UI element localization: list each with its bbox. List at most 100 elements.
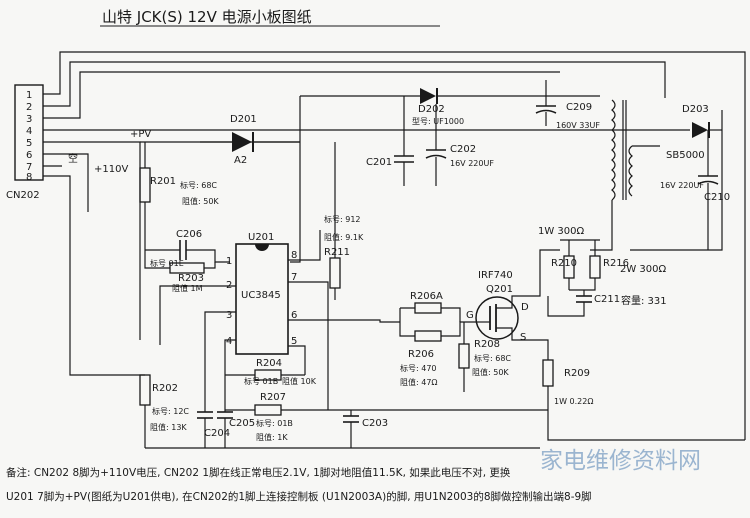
d201-mark: A2 [234,155,247,166]
watermark: 家电维修资料网 [540,448,701,474]
capacitor-c203: C203 [343,410,388,448]
c211-val: 容量: 331 [621,294,667,307]
r216-val: 2W 300Ω [620,264,667,275]
capacitor-c201: C201 [366,96,414,186]
resistor-r209: R209 1W 0.22Ω [542,359,593,420]
resistor-r208: R208 标号: 68C 阻值: 50K [458,322,511,392]
resistor-r207: R207 标号: 01B 阻值: 1K [225,392,548,442]
d201-to-pin7 [290,142,301,263]
q201-drain: D [521,302,529,313]
pv-rail-label: +PV [130,129,151,140]
resistor-r201: R201 标号: 68C 阻值: 50K [139,142,219,250]
d201-ref: D201 [230,114,257,125]
r201-res: 阻值: 50K [182,196,219,206]
watermark-text: 家电维修资料网 [540,448,701,474]
capacitor-c202: C202 16V 220UF [425,104,494,186]
pin-3: 3 [26,114,32,125]
ic-notch [255,244,269,251]
r203-res: 阻值 1M [172,283,203,293]
note-line-2: U201 7脚为+PV(图纸为U201供电), 在CN202的1脚上连接控制板 … [6,490,592,503]
ic-pin-4: 4 [226,336,232,347]
pin-110v-label: +110V [94,164,128,175]
diode-d202: D202 型号: UF1000 [300,88,600,126]
r216-ref: R216 [603,258,629,269]
resistor-r204: R204 标号 01B 阻值 10K [225,358,317,386]
r207-mark: 标号: 01B [256,418,293,428]
c209-val: 160V 33UF [556,121,600,130]
ic-pin-7: 7 [291,272,297,283]
connector-body [14,84,44,181]
capacitor-c204: C204 [197,402,230,448]
c202-ref: C202 [450,144,476,155]
d203-ref: D203 [682,104,709,115]
ic-pin-8: 8 [291,250,297,261]
transformer [590,99,660,251]
resistor-r203: 标号 01E R203 阻值 1M [144,250,216,293]
r204-ref: R204 [256,358,282,369]
r201-ref: R201 [150,176,176,187]
r211-res: 阻值: 9.1K [324,232,364,242]
q201-gate: G [466,310,474,321]
pin-6: 6 [26,150,32,161]
output-rail [630,110,723,251]
mosfet-q201: IRF740 Q201 G D S [466,249,560,360]
r203-mark: 标号 01E [150,258,184,268]
capacitor-c205: C205 [217,402,255,448]
resistor-r211: 标号: 912 阻值: 9.1K R211 [324,142,364,300]
r206-res: 阻值: 47Ω [400,377,438,387]
r204-mark: 标号 01B [244,376,278,386]
d202-mark: 型号: UF1000 [412,117,464,126]
q201-ref: Q201 [486,284,513,295]
r209-ref: R209 [564,368,590,379]
ic-pin-3: 3 [226,310,232,321]
r206a-ref: R206A [410,291,443,302]
pin-5: 5 [26,138,32,149]
c209-ref: C209 [566,102,592,113]
r204-res: 阻值 10K [282,376,317,386]
pin-8: 8 [26,172,32,183]
ic-pin-5: 5 [291,336,297,347]
pin-2: 2 [26,102,32,113]
r203-ref: R203 [178,273,204,284]
r208-mark: 标号: 68C [474,353,511,363]
r211-ref: R211 [324,247,350,258]
r215-label: 1W 300Ω [538,226,585,237]
ic-ref: U201 [248,232,274,243]
q201-source: S [520,332,526,343]
r202-ref: R202 [152,383,178,394]
r202-mark: 标号: 12C [152,406,189,416]
r208-res: 阻值: 50K [472,367,509,377]
c202-val: 16V 220UF [450,159,494,168]
r211-mark: 标号: 912 [324,214,361,224]
c203-ref: C203 [362,418,388,429]
capacitor-c210: 16V 220UF C210 [660,130,730,250]
pin-1: 1 [26,90,32,101]
note-line-1: 备注: CN202 8脚为+110V电压, CN202 1脚在线正常电压2.1V… [6,466,511,479]
snubber-network: 1W 300Ω R210 R216 2W 300Ω C211 容量: 331 [538,226,667,317]
r208-ref: R208 [474,339,500,350]
r201-mark: 标号: 68C [180,180,217,190]
ic-part: UC3845 [241,290,281,301]
r206-ref: R206 [408,349,434,360]
capacitor-c209: C209 160V 33UF [535,80,600,130]
diagram-title: 山特 JCK(S) 12V 电源小板图纸 [102,8,312,26]
r207-res: 阻值: 1K [256,432,288,442]
r207-ref: R207 [260,392,286,403]
c204-ref: C204 [204,428,230,439]
connector-wires [43,51,746,440]
c211-ref: C211 [594,294,620,305]
c210-val: 16V 220UF [660,181,704,190]
ic-u201: U201 UC3845 1 2 3 4 8 7 6 5 [226,232,297,355]
ic-pin-1: 1 [226,256,232,267]
r202-res: 阻值: 13K [150,422,187,432]
empty-pin-label: 空 [68,152,78,165]
resistor-r206: R206 标号: 470 阻值: 47Ω [399,321,475,387]
c206-ref: C206 [176,229,202,240]
r209-val: 1W 0.22Ω [554,397,593,406]
diode-d203: D203 SB5000 [665,104,722,161]
diode-d201: D201 A2 [200,114,300,166]
pin-7: 7 [26,162,32,173]
resistor-r202: R202 标号: 12C 阻值: 13K [139,374,189,448]
